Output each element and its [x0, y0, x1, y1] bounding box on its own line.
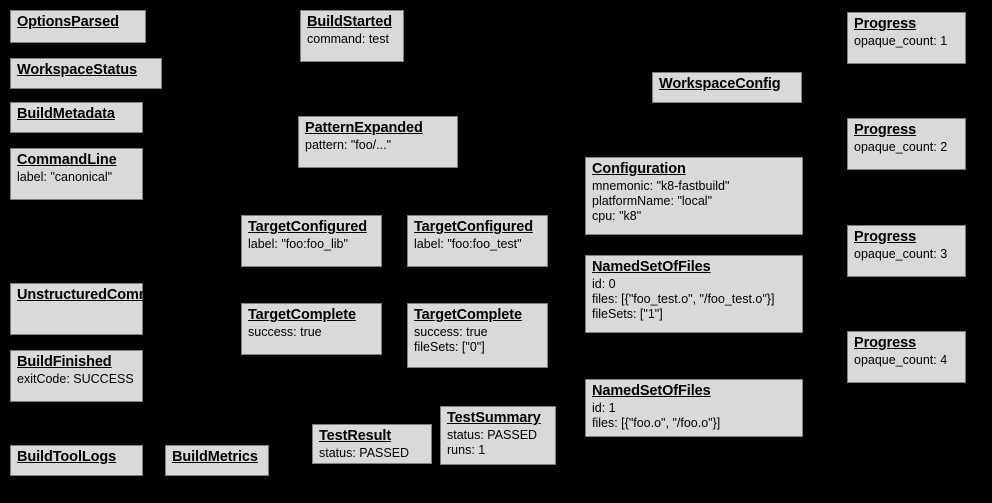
event-node-field: fileSets: ["0"]	[414, 340, 485, 355]
event-node-field: cpu: "k8"	[592, 209, 642, 224]
event-node-fields: pattern: "foo/..."	[305, 138, 451, 153]
event-node-options-parsed[interactable]: OptionsParsed	[10, 10, 146, 43]
event-node-title: NamedSetOfFiles	[592, 259, 711, 275]
event-node-field: pattern: "foo/..."	[305, 137, 392, 152]
event-node-build-tool-logs[interactable]: BuildToolLogs	[10, 445, 143, 476]
event-node-fields: opaque_count: 3	[854, 247, 959, 262]
event-node-field: label: "foo:foo_lib"	[248, 236, 348, 251]
event-node-fields: label: "foo:foo_test"	[414, 237, 541, 252]
event-node-fields: opaque_count: 2	[854, 140, 959, 155]
event-node-field: label: "canonical"	[17, 169, 113, 184]
event-node-title: TargetComplete	[414, 307, 522, 323]
event-node-title: TestSummary	[447, 410, 541, 426]
event-node-title: UnstructuredCommandLine	[17, 287, 207, 303]
event-node-title: CommandLine	[17, 152, 117, 168]
event-node-field: exitCode: SUCCESS	[17, 371, 134, 386]
event-node-fields: command: test	[307, 32, 397, 47]
event-node-field: mnemonic: "k8-fastbuild"	[592, 178, 730, 193]
event-node-field: success: true	[414, 324, 488, 339]
event-node-title: Progress	[854, 122, 917, 138]
event-node-title: OptionsParsed	[17, 14, 119, 30]
event-node-title: PatternExpanded	[305, 120, 423, 136]
event-node-field: opaque_count: 1	[854, 33, 948, 48]
event-node-workspace-status[interactable]: WorkspaceStatus	[10, 58, 162, 89]
event-node-fields: label: "foo:foo_lib"	[248, 237, 375, 252]
event-node-title: BuildMetrics	[172, 449, 258, 465]
event-node-title: BuildFinished	[17, 354, 112, 370]
event-node-fields: mnemonic: "k8-fastbuild"platformName: "l…	[592, 179, 796, 225]
event-node-field: status: PASSED	[447, 427, 538, 442]
event-node-title: Progress	[854, 16, 917, 32]
event-node-field: command: test	[307, 31, 389, 46]
event-node-field: id: 1	[592, 400, 616, 415]
event-node-fields: exitCode: SUCCESS	[17, 372, 136, 387]
event-node-title: Progress	[854, 229, 917, 245]
event-node-field: opaque_count: 4	[854, 352, 948, 367]
event-node-unstructured-command-line[interactable]: UnstructuredCommandLine	[10, 283, 207, 335]
event-node-fields: status: PASSED	[319, 446, 425, 461]
event-node-field: files: [{"foo_test.o", "/foo_test.o"}]	[592, 292, 775, 307]
event-node-fields: label: "canonical"	[17, 170, 136, 185]
event-node-title: Configuration	[592, 161, 686, 177]
event-node-field: label: "foo:foo_test"	[414, 236, 522, 251]
event-node-title: NamedSetOfFiles	[592, 383, 711, 399]
event-node-title: BuildStarted	[307, 14, 393, 30]
event-node-field: status: PASSED	[319, 445, 410, 460]
event-node-field: files: [{"foo.o", "/foo.o"}]	[592, 416, 721, 431]
event-node-fields: opaque_count: 1	[854, 34, 959, 49]
event-node-workspace-config[interactable]: WorkspaceConfig	[652, 72, 802, 103]
event-node-field: id: 0	[592, 276, 616, 291]
event-node-fields: success: true	[248, 325, 375, 340]
event-node-title: TargetComplete	[248, 307, 356, 323]
event-node-fields: opaque_count: 4	[854, 353, 959, 368]
event-node-field: fileSets: ["1"]	[592, 307, 663, 322]
event-node-field: opaque_count: 2	[854, 139, 948, 154]
event-node-build-metrics[interactable]: BuildMetrics	[165, 445, 269, 476]
event-node-field: runs: 1	[447, 443, 486, 458]
event-node-title: WorkspaceConfig	[659, 76, 781, 92]
event-node-title: TargetConfigured	[414, 219, 533, 235]
event-node-title: WorkspaceStatus	[17, 62, 137, 78]
event-node-build-metadata[interactable]: BuildMetadata	[10, 102, 143, 133]
event-node-title: TargetConfigured	[248, 219, 367, 235]
event-node-title: BuildToolLogs	[17, 449, 117, 465]
event-node-title: Progress	[854, 335, 917, 351]
event-node-title: TestResult	[319, 428, 392, 444]
event-node-title: BuildMetadata	[17, 106, 115, 122]
event-node-field: success: true	[248, 324, 322, 339]
event-node-field: opaque_count: 3	[854, 246, 948, 261]
event-node-field: platformName: "local"	[592, 194, 713, 209]
